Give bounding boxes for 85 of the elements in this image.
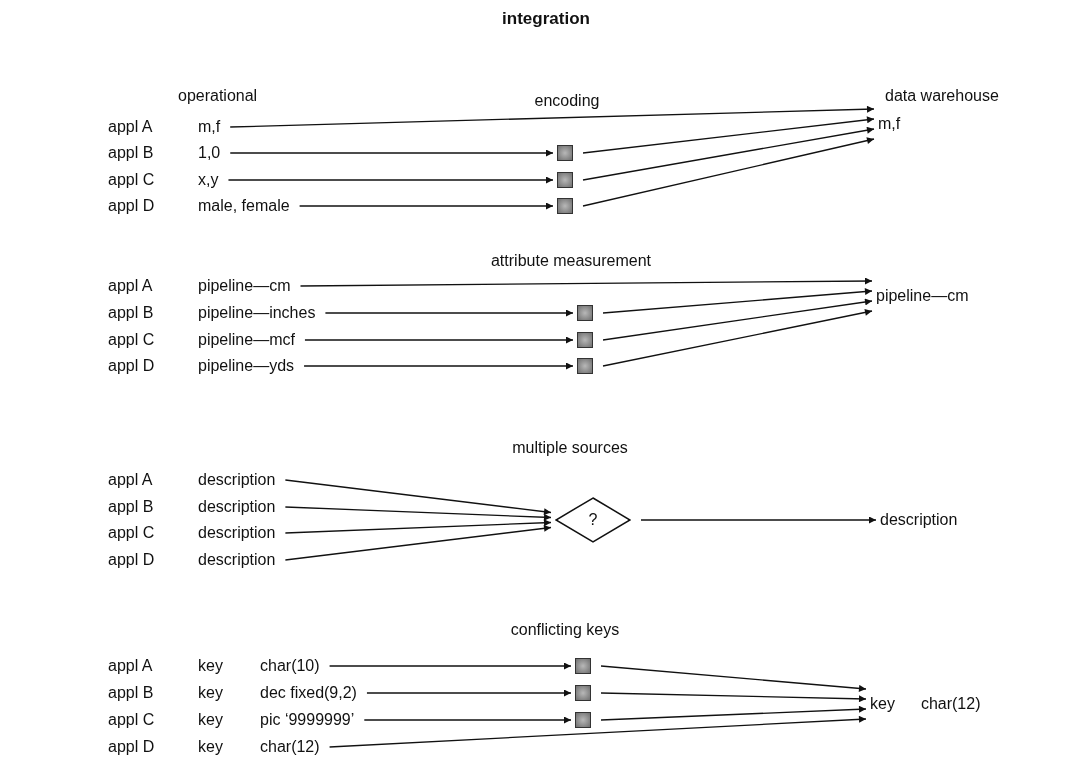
arrow xyxy=(582,126,875,181)
field-text: m,f xyxy=(198,117,221,137)
field-text: key xyxy=(870,694,895,714)
row-label: appl B xyxy=(108,683,154,703)
arrow xyxy=(600,705,867,721)
arrow xyxy=(600,665,867,692)
section-heading: multiple sources xyxy=(512,438,628,458)
section-heading: conflicting keys xyxy=(510,620,620,640)
square-symbol xyxy=(575,685,591,701)
square-symbol xyxy=(557,145,573,161)
row-label: key xyxy=(198,737,223,757)
field-text: dec fixed(9,2) xyxy=(260,683,357,703)
square-symbol xyxy=(577,305,593,321)
field-text: m,f xyxy=(878,114,901,134)
arrow xyxy=(298,202,554,210)
field-text: pipeline—mcf xyxy=(198,330,295,350)
square-symbol xyxy=(577,332,593,348)
square-symbol xyxy=(557,198,573,214)
arrow xyxy=(299,277,873,287)
square-symbol xyxy=(557,172,573,188)
decision-diamond xyxy=(555,497,631,543)
arrow xyxy=(229,105,875,128)
arrow xyxy=(284,519,552,534)
field-text: description xyxy=(880,510,958,530)
field-text: description xyxy=(198,497,276,517)
field-text: char(10) xyxy=(260,656,320,676)
arrow xyxy=(363,716,572,724)
field-text: pic ‘9999999’ xyxy=(260,710,355,730)
field-text: 1,0 xyxy=(198,143,221,163)
arrow xyxy=(602,308,873,367)
field-text: male, female xyxy=(198,196,290,216)
arrow xyxy=(640,516,877,524)
row-label: appl B xyxy=(108,303,154,323)
row-label: appl A xyxy=(108,117,153,137)
arrow xyxy=(602,288,873,314)
row-label: appl C xyxy=(108,170,155,190)
field-text: description xyxy=(198,523,276,543)
arrow xyxy=(229,149,554,157)
field-text: x,y xyxy=(198,170,219,190)
arrow xyxy=(304,336,574,344)
field-text: char(12) xyxy=(260,737,320,757)
field-text: pipeline—inches xyxy=(198,303,316,323)
arrow xyxy=(324,309,574,317)
square-symbol xyxy=(577,358,593,374)
row-label: appl A xyxy=(108,470,153,490)
row-label: appl B xyxy=(108,143,154,163)
arrow xyxy=(303,362,574,370)
row-label: appl D xyxy=(108,737,155,757)
row-label: key xyxy=(198,710,223,730)
diagram-title: integration xyxy=(502,9,590,29)
field-text: description xyxy=(198,470,276,490)
square-symbol xyxy=(575,658,591,674)
field-text: char(12) xyxy=(920,694,981,714)
section-heading: attribute measurement xyxy=(490,251,652,271)
row-label: key xyxy=(198,656,223,676)
row-label: appl D xyxy=(108,356,155,376)
arrow xyxy=(582,137,875,207)
arrow xyxy=(284,524,552,561)
section-heading: encoding xyxy=(534,91,600,111)
row-label: appl C xyxy=(108,523,155,543)
field-text: pipeline—cm xyxy=(876,286,969,306)
field-text: pipeline—cm xyxy=(198,276,291,296)
row-label: appl C xyxy=(108,710,155,730)
arrow xyxy=(284,479,552,516)
arrow xyxy=(284,506,552,521)
row-label: appl A xyxy=(108,276,153,296)
arrow xyxy=(328,662,572,670)
row-label: data warehouse xyxy=(885,86,999,106)
row-label: appl D xyxy=(108,196,155,216)
arrow xyxy=(602,298,873,341)
row-label: appl D xyxy=(108,550,155,570)
arrow xyxy=(600,692,867,703)
row-label: appl B xyxy=(108,497,154,517)
row-label: appl A xyxy=(108,656,153,676)
row-label: operational xyxy=(178,86,258,106)
arrow xyxy=(582,116,875,154)
row-label: key xyxy=(198,683,223,703)
row-label: appl C xyxy=(108,330,155,350)
field-text: description xyxy=(198,550,276,570)
square-symbol xyxy=(575,712,591,728)
arrow xyxy=(227,176,554,184)
question-mark: ? xyxy=(588,510,598,530)
field-text: pipeline—yds xyxy=(198,356,295,376)
arrow xyxy=(366,689,572,697)
arrow xyxy=(328,715,867,748)
